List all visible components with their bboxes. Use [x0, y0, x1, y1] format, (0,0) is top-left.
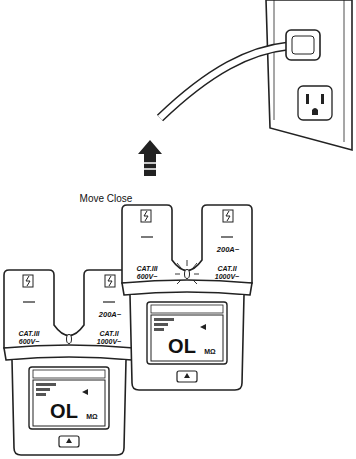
- light-glow: [175, 260, 199, 284]
- display-reading: OL: [162, 335, 202, 357]
- power-cord: [160, 46, 288, 118]
- plug: [286, 30, 320, 60]
- range-label: 200A~: [93, 311, 127, 319]
- range-label: 200A~: [211, 246, 245, 254]
- category-label: CAT.III 600V~: [10, 330, 48, 345]
- category-label: CAT.III 600V~: [128, 265, 166, 280]
- category-label: CAT.II 1000V~: [208, 265, 246, 280]
- action-label: Move Close: [71, 193, 141, 204]
- tester-left: [4, 270, 134, 455]
- category-label: CAT.II 1000V~: [90, 330, 128, 345]
- display-unit: MΩ: [202, 348, 218, 356]
- move-arrow: [138, 140, 162, 176]
- tester-right: [122, 205, 252, 390]
- socket: [298, 86, 332, 120]
- display-unit: MΩ: [84, 413, 100, 421]
- wall-plate: [266, 0, 352, 150]
- display-reading: OL: [44, 400, 84, 422]
